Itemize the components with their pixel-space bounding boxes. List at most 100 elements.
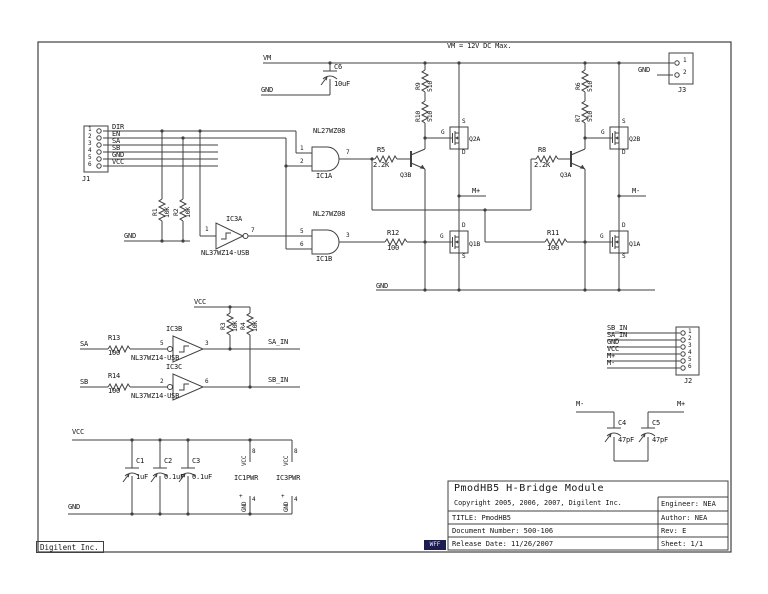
- j1-pin-6: 6: [88, 161, 92, 168]
- val-r5: 2.2K: [373, 161, 390, 169]
- net-m-plus-j2: M+: [607, 352, 616, 360]
- ic1pwr-vcc: VCC: [241, 455, 248, 466]
- ref-ic1a: IC1A: [316, 172, 333, 180]
- ref-q1a: Q1A: [629, 240, 641, 248]
- ref-r14: R14: [108, 372, 121, 380]
- net-vcc-j2: VCC: [607, 345, 620, 353]
- note-vm-max: VM = 12V DC Max.: [447, 42, 512, 50]
- val-r9: 510: [426, 80, 434, 92]
- ref-c5: C5: [652, 419, 661, 427]
- pin-g-q1b: G: [440, 233, 444, 240]
- net-sa-in-j2: SA_IN: [607, 331, 628, 339]
- pin-g-q2a: G: [441, 129, 445, 136]
- part-ic3c: NL37WZ14-USB: [131, 392, 180, 400]
- vendor-stamp: Digilent Inc.: [36, 541, 104, 553]
- val-r14: 100: [108, 387, 121, 395]
- wires: [68, 62, 684, 515]
- ref-r3: R3: [219, 322, 227, 330]
- pin-g-q1a: G: [600, 233, 604, 240]
- net-m-plus-bridge: M+: [472, 187, 481, 195]
- ic1b-pin-6: 6: [300, 241, 304, 248]
- ref-ic3pwr: IC3PWR: [276, 474, 301, 482]
- part-ic3a: NL37WZ14-USB: [201, 249, 250, 257]
- val-r1: 10K: [163, 206, 171, 218]
- ref-ic1pwr: IC1PWR: [234, 474, 259, 482]
- val-c6: 10uF: [334, 80, 351, 88]
- val-c5: 47pF: [652, 436, 669, 444]
- net-gnd-j3: GND: [638, 66, 651, 74]
- ic1a-pin-7: 7: [346, 149, 350, 156]
- title-block-frame: [447, 480, 729, 551]
- ref-j1: J1: [82, 175, 91, 183]
- ref-r10: R10: [414, 110, 422, 122]
- val-r7: 510: [586, 110, 594, 122]
- pin-g-q2b: G: [601, 129, 605, 136]
- j3-pin-1: 1: [683, 57, 687, 64]
- net-sb-j1: SB: [112, 144, 121, 152]
- j2-pin-2: 2: [688, 335, 692, 342]
- ref-r12: R12: [387, 229, 400, 237]
- ref-r8: R8: [538, 146, 547, 154]
- val-r6: 510: [586, 80, 594, 92]
- j1-pin-1: 1: [88, 126, 92, 133]
- ic1pwr-pin-4: 4: [252, 496, 256, 503]
- net-sb: SB: [80, 378, 89, 386]
- net-gnd-pulldowns: GND: [124, 232, 137, 240]
- sheet-border: [37, 41, 732, 553]
- ref-q2b: Q2B: [629, 135, 641, 143]
- ref-c2: C2: [164, 457, 173, 465]
- j2-pin-5: 5: [688, 356, 692, 363]
- ic1a-pin-2: 2: [300, 158, 304, 165]
- val-r13: 100: [108, 349, 121, 357]
- net-sa-j1: SA: [112, 137, 121, 145]
- net-gnd-j1: GND: [112, 151, 125, 159]
- j1-pin-4: 4: [88, 147, 92, 154]
- net-m-minus-bridge: M-: [632, 187, 641, 195]
- j2-pin-3: 3: [688, 342, 692, 349]
- part-ic3b: NL37WZ14-USB: [131, 354, 180, 362]
- net-gnd-j2: GND: [607, 338, 620, 346]
- pin-s-q1b: S: [462, 253, 466, 260]
- net-sb-in-j2: SB_IN: [607, 324, 628, 332]
- j2-pin-4: 4: [688, 349, 692, 356]
- title-block-title: PmodHB5 H-Bridge Module: [454, 483, 604, 494]
- ref-r4: R4: [239, 322, 247, 330]
- ref-ic3a: IC3A: [226, 215, 243, 223]
- ic1pwr-plus: +: [239, 493, 243, 500]
- part-ic1a: NL27WZ08: [313, 127, 346, 135]
- val-c4: 47pF: [618, 436, 635, 444]
- ic3b-pin-3: 3: [205, 340, 209, 347]
- ref-r1: R1: [151, 208, 159, 216]
- val-r11: 100: [547, 244, 560, 252]
- net-gnd-bypass: GND: [68, 503, 81, 511]
- connector-j2: [675, 326, 700, 376]
- junction-dots: [130, 61, 621, 516]
- ref-j2: J2: [684, 377, 693, 385]
- ref-r6: R6: [574, 82, 582, 90]
- net-m-minus-caps: M-: [576, 400, 585, 408]
- net-sa: SA: [80, 340, 89, 348]
- ref-ic3b: IC3B: [166, 325, 183, 333]
- net-vm: VM: [263, 54, 272, 62]
- j3-pin-2: 2: [683, 69, 687, 76]
- pin-d-q1a: D: [622, 222, 626, 229]
- ref-r7: R7: [574, 114, 582, 122]
- title-block-doc-title: TITLE: PmodHB5: [452, 514, 512, 522]
- net-vcc-bypass: VCC: [72, 428, 85, 436]
- ref-ic1b: IC1B: [316, 255, 333, 263]
- val-r10: 510: [426, 110, 434, 122]
- val-r2: 10K: [184, 206, 192, 218]
- ref-q1b: Q1B: [469, 240, 481, 248]
- title-block-document-number: Document Number: 500-106: [452, 527, 554, 535]
- j1-pin-2: 2: [88, 133, 92, 140]
- ic3c-pin-6: 6: [205, 378, 209, 385]
- ref-c6: C6: [334, 63, 343, 71]
- ref-q3a: Q3A: [560, 171, 572, 179]
- pin-d-q1b: D: [462, 222, 466, 229]
- net-vcc-pullups: VCC: [194, 298, 207, 306]
- val-r12: 100: [387, 244, 400, 252]
- net-m-minus-j2: M-: [607, 359, 616, 367]
- title-block-engineer: Engineer: NEA: [661, 500, 716, 508]
- ic3pwr-pin-4: 4: [294, 496, 298, 503]
